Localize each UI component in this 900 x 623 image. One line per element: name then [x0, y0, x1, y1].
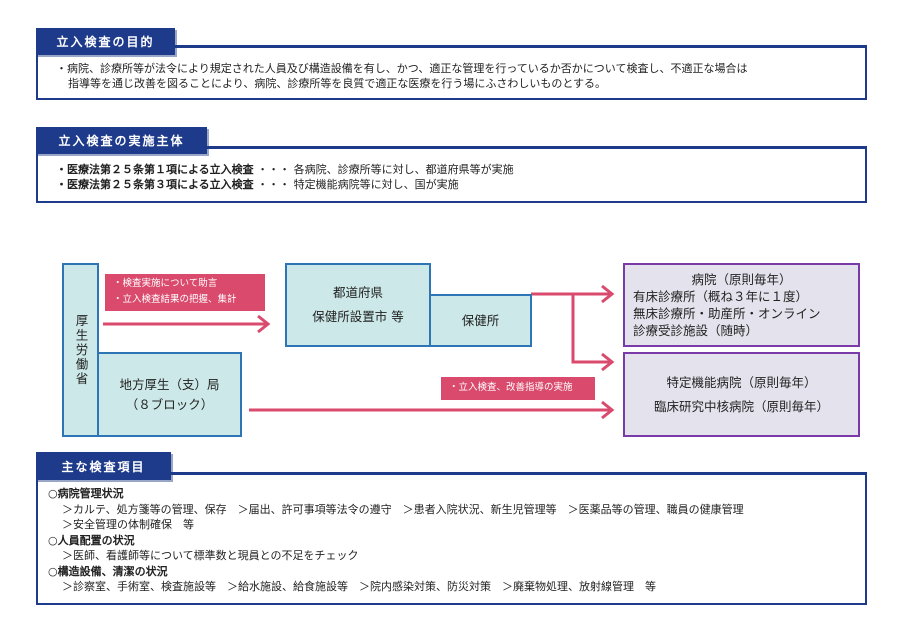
regional-bureau-name: 地方厚生（支）局 [119, 376, 220, 392]
advice-line: ・検査実施について助言 [113, 278, 218, 289]
prefecture-box: 都道府県保健所設置市 等 [285, 263, 431, 347]
target-line: 特定機能病院（原則毎年） [666, 374, 817, 390]
arrow-to-special-hospitals [571, 294, 612, 364]
actor-law: ・医療法第２５条第１項による立入検査 [56, 163, 254, 176]
arrowhead [257, 314, 271, 334]
special-hospitals-box: 特定機能病院（原則毎年） 臨床研究中核病院（原則毎年） [623, 352, 860, 437]
actor-description: 各病院、診療所等に対し、都道府県等が実施 [293, 163, 514, 176]
actor-item: ・医療法第２５条第１項による立入検査 ・・・ 各病院、診療所等に対し、都道府県等… [56, 162, 514, 177]
target-line: 臨床研究中核病院（原則毎年） [653, 398, 829, 414]
advice-line: ・立入検査結果の把握、集計 [113, 294, 237, 305]
arrowhead [601, 284, 615, 304]
purpose-header: 立入検査の目的 [36, 28, 175, 55]
purpose-line: 指導等を通じ改善を図ることにより、病院、診療所等を良質で適正な医療を行う場にふさ… [68, 77, 607, 90]
actor-item: ・医療法第２５条第３項による立入検査 ・・・ 特定機能病院等に対し、国が実施 [56, 177, 459, 192]
target-line: 病院（原則毎年） [691, 272, 792, 287]
purpose-box: ・病院、診療所等が法令により規定された人員及び構造設備を有し、かつ、適正な管理を… [36, 47, 867, 100]
divider [175, 45, 867, 48]
advice-label: ・検査実施について助言・立入検査結果の把握、集計 [105, 274, 265, 311]
divider [171, 472, 867, 475]
actor-separator: ・・・ [257, 178, 291, 191]
prefecture-label: 保健所設置市 等 [312, 309, 404, 324]
item-group-heading: ○構造設備、清潔の状況 [48, 564, 168, 578]
target-line: 無床診療所・助産所・オンライン [633, 306, 821, 321]
target-line: 診療受診施設（随時） [633, 323, 759, 338]
actors-box: ・医療法第２５条第１項による立入検査 ・・・ 各病院、診療所等に対し、都道府県等… [36, 148, 867, 203]
arrowhead [601, 400, 615, 420]
arrowhead [601, 352, 615, 372]
prefecture-label: 都道府県 [332, 285, 383, 300]
item-line: ＞診察室、手術室、検査施設等 ＞給水施設、給食施設等 ＞院内感染対策、防災対策 … [62, 580, 656, 593]
item-line: ＞カルテ、処方箋等の管理、保存 ＞届出、許可事項等法令の遵守 ＞患者入院状況、新… [62, 502, 744, 516]
purpose-line: ・病院、診療所等が法令により規定された人員及び構造設備を有し、かつ、適正な管理を… [56, 62, 748, 75]
item-line: ＞医師、看護師等について標準数と現員との不足をチェック [62, 549, 359, 562]
mhlw-box: 厚生労働省 [62, 263, 99, 437]
inspection-label: ・立入検査、改善指導の実施 [441, 377, 595, 400]
target-line: 有床診療所（概ね３年に１度） [633, 289, 809, 304]
hospitals-box: 病院（原則毎年） 有床診療所（概ね３年に１度） 無床診療所・助産所・オンライン … [623, 263, 860, 347]
actor-separator: ・・・ [257, 163, 291, 176]
actors-header: 立入検査の実施主体 [36, 127, 207, 154]
regional-bureau-box: 地方厚生（支）局 （８ブロック） [97, 352, 242, 437]
actor-law: ・医療法第２５条第３項による立入検査 [56, 178, 254, 191]
items-header: 主な検査項目 [36, 452, 171, 480]
item-line: ＞安全管理の体制確保 等 [62, 518, 194, 531]
item-group-heading: ○病院管理状況 [48, 487, 124, 500]
health-center-box: 保健所 [429, 294, 532, 347]
items-box: ○病院管理状況 ＞カルテ、処方箋等の管理、保存 ＞届出、許可事項等法令の遵守 ＞… [36, 474, 867, 605]
divider [207, 146, 867, 149]
actor-description: 特定機能病院等に対し、国が実施 [293, 178, 459, 191]
item-group-heading: ○人員配置の状況 [48, 533, 135, 547]
regional-bureau-note: （８ブロック） [125, 396, 214, 412]
items-list: ○病院管理状況 ＞カルテ、処方箋等の管理、保存 ＞届出、許可事項等法令の遵守 ＞… [48, 486, 744, 595]
